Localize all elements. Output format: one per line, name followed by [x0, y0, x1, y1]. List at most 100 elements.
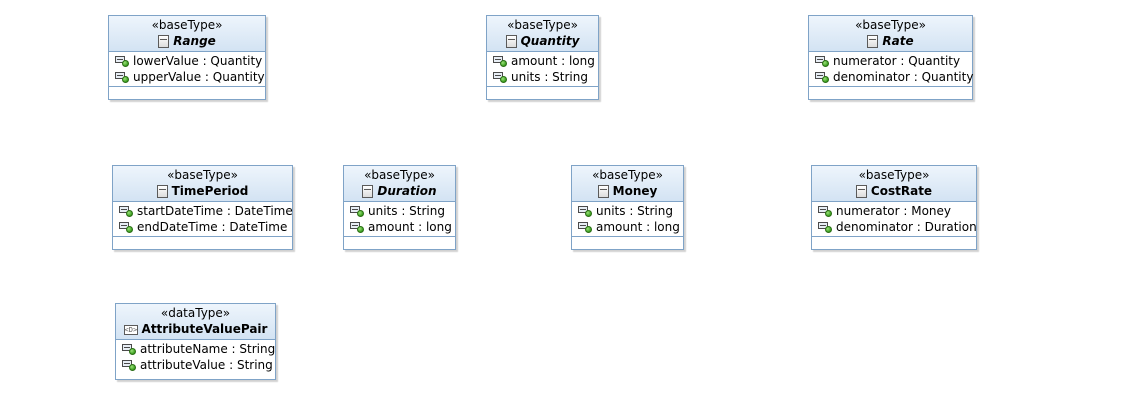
operation-compartment	[109, 87, 265, 93]
class-icon	[597, 185, 609, 198]
attribute-icon	[493, 55, 507, 67]
attribute-text: units : String	[368, 204, 445, 218]
attribute-row[interactable]: units : String	[572, 203, 683, 219]
datatype-attributevaluepair[interactable]: «dataType» <D> AttributeValuePair attrib…	[115, 303, 276, 380]
class-header: «baseType» Quantity	[487, 16, 598, 52]
class-rate[interactable]: «baseType» Rate numerator : Quantity den…	[808, 15, 973, 100]
attribute-compartment: numerator : Money denominator : Duration	[812, 202, 977, 237]
attribute-icon	[578, 221, 592, 233]
class-costrate[interactable]: «baseType» CostRate numerator : Money de…	[811, 165, 977, 250]
attribute-compartment: attributeName : String attributeValue : …	[116, 340, 275, 374]
class-header: «baseType» Money	[572, 166, 683, 202]
attribute-text: amount : long	[596, 220, 680, 234]
attribute-row[interactable]: lowerValue : Quantity	[109, 53, 265, 69]
class-header: «dataType» <D> AttributeValuePair	[116, 304, 275, 340]
class-name: Rate	[882, 34, 914, 48]
class-header: «baseType» Range	[109, 16, 265, 52]
attribute-row[interactable]: denominator : Duration	[812, 219, 977, 235]
attribute-text: lowerValue : Quantity	[133, 54, 263, 68]
operation-compartment	[572, 237, 683, 243]
attribute-icon	[815, 55, 829, 67]
attribute-compartment: units : String amount : long	[344, 202, 455, 237]
operation-compartment	[487, 87, 598, 93]
attribute-icon	[119, 205, 133, 217]
operation-compartment	[344, 237, 455, 243]
stereotype-label: «baseType»	[592, 168, 663, 182]
class-range[interactable]: «baseType» Range lowerValue : Quantity u…	[108, 15, 266, 100]
class-header: «baseType» CostRate	[812, 166, 976, 202]
stereotype-label: «baseType»	[167, 168, 238, 182]
attribute-row[interactable]: startDateTime : DateTime	[113, 203, 293, 219]
attribute-row[interactable]: numerator : Money	[812, 203, 976, 219]
attribute-text: amount : long	[511, 54, 595, 68]
attribute-text: endDateTime : DateTime	[137, 220, 288, 234]
attribute-compartment: startDateTime : DateTime endDateTime : D…	[113, 202, 293, 237]
attribute-text: startDateTime : DateTime	[137, 204, 293, 218]
stereotype-label: «dataType»	[160, 306, 231, 320]
class-icon	[156, 185, 168, 198]
attribute-text: upperValue : Quantity	[133, 70, 265, 84]
attribute-icon	[815, 71, 829, 83]
class-name: Money	[612, 184, 658, 198]
attribute-row[interactable]: upperValue : Quantity	[109, 69, 265, 85]
attribute-row[interactable]: denominator : Quantity	[809, 69, 974, 85]
class-money[interactable]: «baseType» Money units : String amount :…	[571, 165, 684, 250]
attribute-compartment: lowerValue : Quantity upperValue : Quant…	[109, 52, 265, 87]
attribute-text: units : String	[511, 70, 588, 84]
attribute-compartment: amount : long units : String	[487, 52, 598, 87]
attribute-icon	[818, 205, 832, 217]
attribute-text: denominator : Duration	[836, 220, 977, 234]
attribute-icon	[350, 221, 364, 233]
class-name: Duration	[377, 184, 437, 198]
attribute-compartment: units : String amount : long	[572, 202, 683, 237]
class-header: «baseType» TimePeriod	[113, 166, 292, 202]
attribute-text: numerator : Quantity	[833, 54, 961, 68]
attribute-row[interactable]: attributeValue : String	[116, 357, 275, 373]
attribute-row[interactable]: attributeName : String	[116, 341, 275, 357]
attribute-row[interactable]: numerator : Quantity	[809, 53, 972, 69]
class-name: TimePeriod	[171, 184, 249, 198]
attribute-icon	[119, 221, 133, 233]
stereotype-label: «baseType»	[364, 168, 435, 182]
class-name: CostRate	[870, 184, 933, 198]
attribute-icon	[578, 205, 592, 217]
attribute-row[interactable]: endDateTime : DateTime	[113, 219, 292, 235]
class-name: Range	[173, 34, 216, 48]
stereotype-label: «baseType»	[151, 18, 223, 32]
class-icon	[505, 35, 517, 48]
class-header: «baseType» Rate	[809, 16, 972, 52]
datatype-icon: <D>	[123, 324, 138, 335]
class-duration[interactable]: «baseType» Duration units : String amoun…	[343, 165, 456, 250]
attribute-text: numerator : Money	[836, 204, 952, 218]
stereotype-label: «baseType»	[507, 18, 578, 32]
attribute-icon	[115, 71, 129, 83]
attribute-icon	[818, 221, 832, 233]
operation-compartment	[812, 237, 976, 243]
class-icon	[855, 185, 867, 198]
class-icon	[158, 35, 170, 48]
stereotype-label: «baseType»	[855, 18, 926, 32]
class-quantity[interactable]: «baseType» Quantity amount : long units …	[486, 15, 599, 100]
stereotype-label: «baseType»	[858, 168, 930, 182]
class-name: Quantity	[520, 34, 580, 48]
attribute-text: amount : long	[368, 220, 452, 234]
attribute-row[interactable]: amount : long	[344, 219, 455, 235]
attribute-row[interactable]: amount : long	[572, 219, 683, 235]
attribute-row[interactable]: units : String	[487, 69, 598, 85]
attribute-compartment: numerator : Quantity denominator : Quant…	[809, 52, 974, 87]
attribute-text: attributeName : String	[140, 342, 276, 356]
attribute-row[interactable]: units : String	[344, 203, 455, 219]
attribute-icon	[350, 205, 364, 217]
class-timeperiod[interactable]: «baseType» TimePeriod startDateTime : Da…	[112, 165, 293, 250]
attribute-text: units : String	[596, 204, 673, 218]
operation-compartment	[809, 87, 972, 93]
attribute-icon	[115, 55, 129, 67]
attribute-icon	[493, 71, 507, 83]
class-name: AttributeValuePair	[141, 322, 268, 336]
attribute-row[interactable]: amount : long	[487, 53, 598, 69]
class-header: «baseType» Duration	[344, 166, 455, 202]
attribute-icon	[122, 343, 136, 355]
class-icon	[362, 185, 374, 198]
attribute-icon	[122, 359, 136, 371]
attribute-text: denominator : Quantity	[833, 70, 974, 84]
